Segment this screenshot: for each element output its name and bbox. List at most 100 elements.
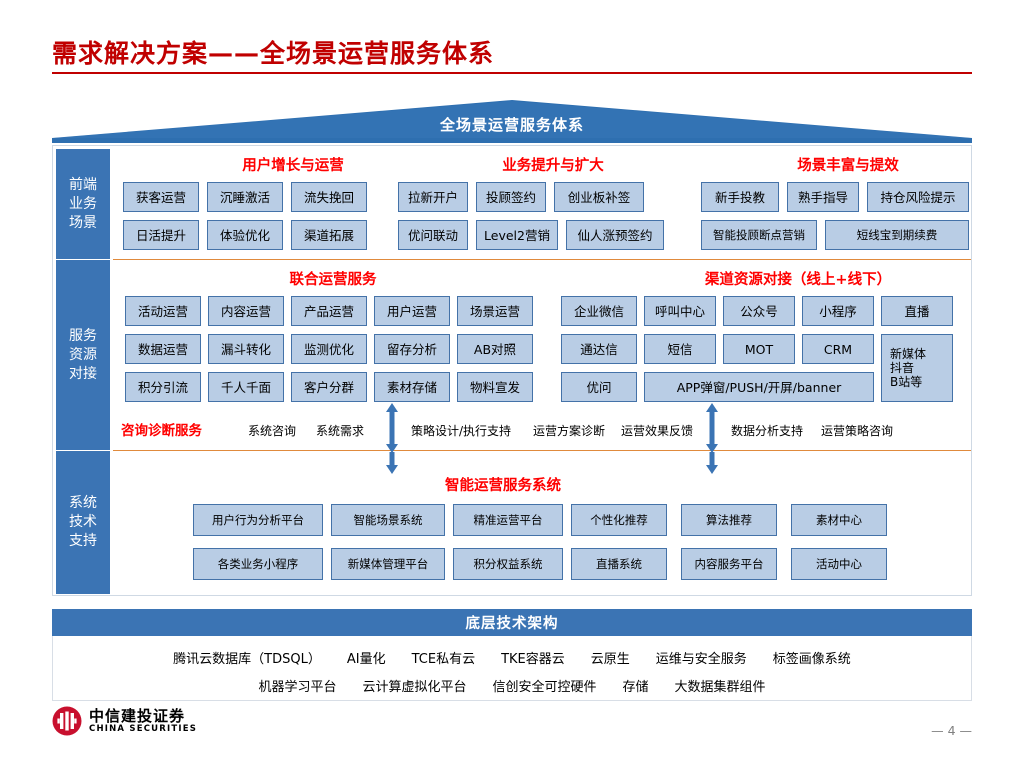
tag-box[interactable]: AB对照: [457, 334, 533, 364]
tag-box[interactable]: 素材存储: [374, 372, 450, 402]
tag-box[interactable]: 数据运营: [125, 334, 201, 364]
tag-box[interactable]: 小程序: [802, 296, 874, 326]
tag-box[interactable]: 内容运营: [208, 296, 284, 326]
tag-box[interactable]: 精准运营平台: [453, 504, 563, 536]
sidebar-item-frontend[interactable]: 前端 业务 场景: [56, 149, 110, 259]
tech-item[interactable]: AI量化: [346, 652, 386, 667]
tag-box[interactable]: 仙人涨预签约: [566, 220, 664, 250]
title-bar: 需求解决方案——全场景运营服务体系: [52, 34, 972, 70]
tag-box[interactable]: 呼叫中心: [644, 296, 716, 326]
tag-box[interactable]: 体验优化: [207, 220, 283, 250]
sidebar-label-line: 服务: [69, 327, 97, 344]
tag-box[interactable]: 个性化推荐: [571, 504, 667, 536]
tag-box[interactable]: 各类业务小程序: [193, 548, 323, 580]
tech-item[interactable]: 腾讯云数据库（TDSQL）: [173, 652, 321, 667]
tag-box[interactable]: 优问: [561, 372, 637, 402]
group-title-user-growth: 用户增长与运营: [242, 158, 344, 174]
down-arrow-icon: [705, 452, 719, 474]
consult-item[interactable]: 数据分析支持: [731, 424, 804, 438]
tag-box[interactable]: 短信: [644, 334, 716, 364]
tag-box[interactable]: 产品运营: [291, 296, 367, 326]
roof-triangle-icon: [52, 100, 972, 143]
company-name-cn: 中信建投证券: [89, 706, 186, 725]
section-divider: [113, 450, 971, 451]
tag-box[interactable]: 场景运营: [457, 296, 533, 326]
tag-box[interactable]: 智能场景系统: [331, 504, 445, 536]
group-title-joint-ops: 联合运营服务: [289, 272, 377, 288]
tag-box[interactable]: 直播系统: [571, 548, 667, 580]
tech-item[interactable]: 大数据集群组件: [674, 680, 766, 695]
tag-box[interactable]: 新手投教: [701, 182, 779, 212]
sidebar-label-line: 场景: [69, 214, 97, 231]
tag-box[interactable]: 素材中心: [791, 504, 887, 536]
tag-box[interactable]: 监测优化: [291, 334, 367, 364]
tag-box[interactable]: 沉睡激活: [207, 182, 283, 212]
tag-box[interactable]: 流失挽回: [291, 182, 367, 212]
sidebar-label-line: 技术: [69, 514, 97, 530]
tag-box[interactable]: 新媒体管理平台: [331, 548, 445, 580]
tag-box[interactable]: MOT: [723, 334, 795, 364]
title-underline: [52, 72, 972, 74]
tech-item[interactable]: 运维与安全服务: [655, 652, 747, 667]
tag-box-new-media[interactable]: 新媒体 抖音 B站等: [881, 334, 953, 402]
tech-item[interactable]: 云计算虚拟化平台: [362, 680, 467, 695]
tech-item[interactable]: TCE私有云: [411, 652, 476, 667]
tag-box[interactable]: 优问联动: [398, 220, 468, 250]
tech-item[interactable]: 信创安全可控硬件: [492, 680, 597, 695]
tag-box[interactable]: 物料宣发: [457, 372, 533, 402]
tag-box[interactable]: 积分权益系统: [453, 548, 563, 580]
tag-box[interactable]: 熟手指导: [787, 182, 859, 212]
down-arrow-icon: [385, 452, 399, 474]
tag-box[interactable]: 获客运营: [123, 182, 199, 212]
roof-label: 全场景运营服务体系: [439, 116, 584, 134]
sidebar-item-service-resource[interactable]: 服务 资源 对接: [56, 260, 110, 450]
tag-box[interactable]: 内容服务平台: [681, 548, 777, 580]
tech-item[interactable]: TKE容器云: [501, 652, 565, 667]
consult-item[interactable]: 运营策略咨询: [821, 424, 894, 438]
tag-box[interactable]: 活动运营: [125, 296, 201, 326]
consult-item[interactable]: 系统需求: [316, 424, 365, 438]
tag-box[interactable]: 积分引流: [125, 372, 201, 402]
sidebar-label-line: 对接: [69, 365, 97, 382]
tag-box[interactable]: CRM: [802, 334, 874, 364]
consult-item[interactable]: 运营效果反馈: [621, 424, 694, 438]
tag-box[interactable]: 直播: [881, 296, 953, 326]
tag-box[interactable]: 留存分析: [374, 334, 450, 364]
tag-box[interactable]: 活动中心: [791, 548, 887, 580]
tag-box[interactable]: 持仓风险提示: [867, 182, 969, 212]
sidebar-item-system-tech[interactable]: 系统 技术 支持: [56, 451, 110, 594]
tag-box[interactable]: 企业微信: [561, 296, 637, 326]
tag-box[interactable]: Level2营销: [476, 220, 558, 250]
consult-item[interactable]: 策略设计/执行支持: [411, 424, 512, 438]
tag-box[interactable]: 投顾签约: [476, 182, 546, 212]
tag-box[interactable]: 拉新开户: [398, 182, 468, 212]
tag-box[interactable]: 千人千面: [208, 372, 284, 402]
tag-box[interactable]: 创业板补签: [554, 182, 644, 212]
page-number: — 4 —: [931, 723, 972, 738]
tag-box[interactable]: 智能投顾断点营销: [701, 220, 817, 250]
tag-box[interactable]: 渠道拓展: [291, 220, 367, 250]
page-title: 需求解决方案——全场景运营服务体系: [52, 39, 495, 68]
tag-box-line: 新媒体: [890, 347, 927, 361]
tech-item[interactable]: 存储: [622, 680, 649, 695]
consult-item[interactable]: 系统咨询: [248, 424, 297, 438]
tech-row-2: 机器学习平台 云计算虚拟化平台 信创安全可控硬件 存储 大数据集群组件: [53, 676, 971, 695]
tag-box[interactable]: 算法推荐: [681, 504, 777, 536]
architecture-frame: 前端 业务 场景 服务 资源 对接 系统 技术 支持 用户增长与运营 业务提升与…: [52, 145, 972, 596]
tag-box[interactable]: APP弹窗/PUSH/开屏/banner: [644, 372, 874, 402]
tag-box[interactable]: 通达信: [561, 334, 637, 364]
group-title-scene-rich: 场景丰富与提效: [797, 158, 899, 174]
tag-box[interactable]: 公众号: [723, 296, 795, 326]
consult-item[interactable]: 运营方案诊断: [533, 424, 606, 438]
tech-item[interactable]: 机器学习平台: [258, 680, 337, 695]
tag-box[interactable]: 客户分群: [291, 372, 367, 402]
tag-box[interactable]: 用户行为分析平台: [193, 504, 323, 536]
tag-box[interactable]: 日活提升: [123, 220, 199, 250]
tech-item[interactable]: 云原生: [590, 652, 630, 667]
company-name: 中信建投证券 CHINA SECURITIES: [89, 708, 197, 735]
tech-item[interactable]: 标签画像系统: [772, 652, 851, 667]
tag-box[interactable]: 短线宝到期续费: [825, 220, 969, 250]
group-title-channel-resource: 渠道资源对接（线上+线下）: [704, 272, 892, 288]
tag-box[interactable]: 漏斗转化: [208, 334, 284, 364]
tag-box[interactable]: 用户运营: [374, 296, 450, 326]
